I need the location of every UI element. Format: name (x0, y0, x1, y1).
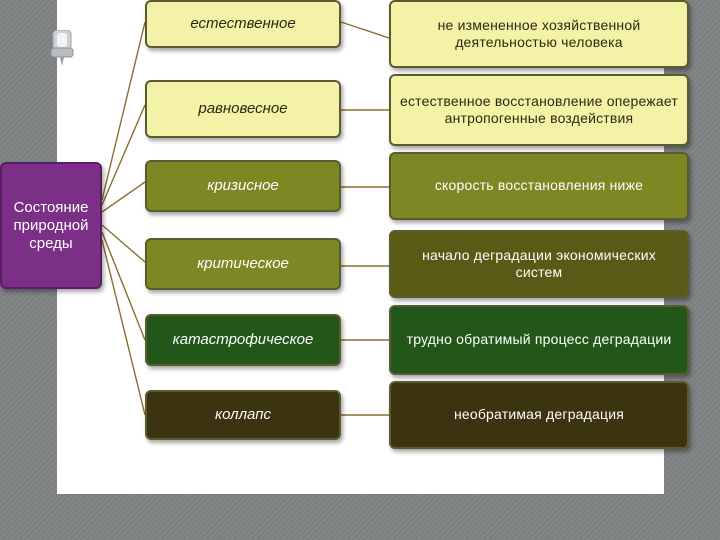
state-box-equilibrium: равновесное (145, 80, 341, 138)
description-text: естественное восстановление опережает ан… (399, 92, 678, 127)
description-box-equilibrium: естественное восстановление опережает ан… (389, 74, 689, 146)
pin-icon (50, 30, 74, 66)
state-label: коллапс (215, 405, 271, 423)
state-label: кризисное (207, 176, 279, 194)
connector-line (101, 104, 146, 206)
description-box-natural: не измененное хозяйственной деятельность… (389, 0, 689, 68)
description-text: не измененное хозяйственной деятельность… (437, 16, 641, 51)
state-label: естественное (190, 14, 296, 32)
connector-line (340, 21, 390, 39)
description-text: скорость восстановления ниже (434, 177, 644, 194)
state-label: катастрофическое (172, 330, 314, 348)
connector-line (101, 224, 146, 263)
root-label: Состояние природной среды (13, 198, 89, 252)
description-text: необратимая деградация (453, 406, 625, 423)
state-box-critical: критическое (145, 238, 341, 290)
description-box-catastrophic: трудно обратимый процесс деградации (389, 305, 689, 375)
state-label: критическое (197, 254, 289, 272)
state-box-natural: естественное (145, 0, 341, 48)
state-box-crisis: кризисное (145, 160, 341, 212)
description-text: начало деградации экономических систем (422, 246, 656, 281)
description-text: трудно обратимый процесс деградации (406, 331, 672, 348)
state-box-collapse: коллапс (145, 390, 341, 440)
connector-line (101, 231, 146, 341)
connector-line (101, 181, 146, 213)
state-label: равновесное (198, 99, 288, 117)
root-node: Состояние природной среды (0, 162, 102, 289)
connector-line (101, 239, 146, 416)
description-box-critical: начало деградации экономических систем (389, 230, 689, 298)
description-box-collapse: необратимая деградация (389, 381, 689, 449)
state-box-catastrophic: катастрофическое (145, 314, 341, 366)
description-box-crisis: скорость восстановления ниже (389, 152, 689, 220)
connector-line (101, 21, 146, 201)
